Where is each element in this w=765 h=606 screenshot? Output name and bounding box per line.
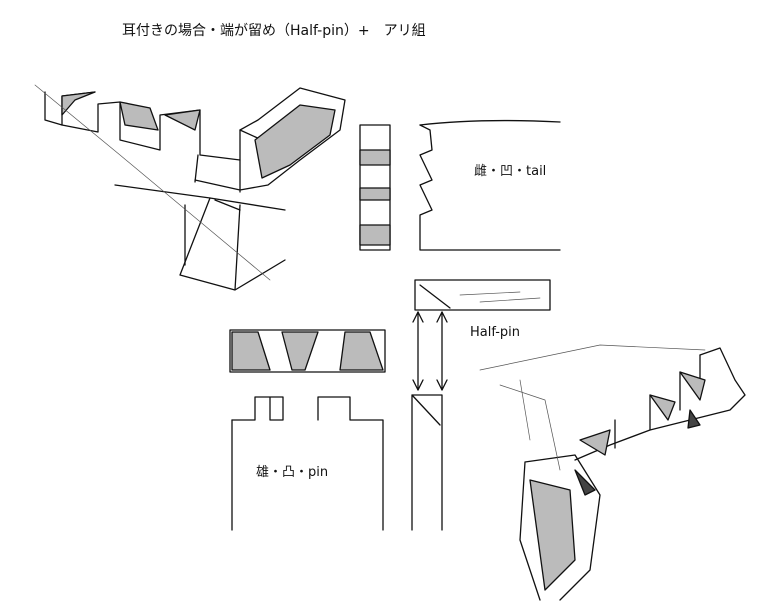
tail-board-elevation: [359, 119, 561, 251]
pin-label: 雄・凸・pin: [256, 465, 329, 480]
tail-label: 雌・凹・tail: [474, 164, 547, 179]
pin-board-sketch: [229, 329, 386, 531]
half-pin-sketch: [411, 279, 551, 531]
half-pin-label: Half-pin: [470, 325, 521, 340]
perspective-pin-joint-sketch: [479, 344, 746, 601]
diagram-title: 耳付きの場合・端が留め（Half-pin）+ アリ組: [122, 23, 426, 39]
perspective-corner-joint-sketch: [34, 84, 346, 291]
